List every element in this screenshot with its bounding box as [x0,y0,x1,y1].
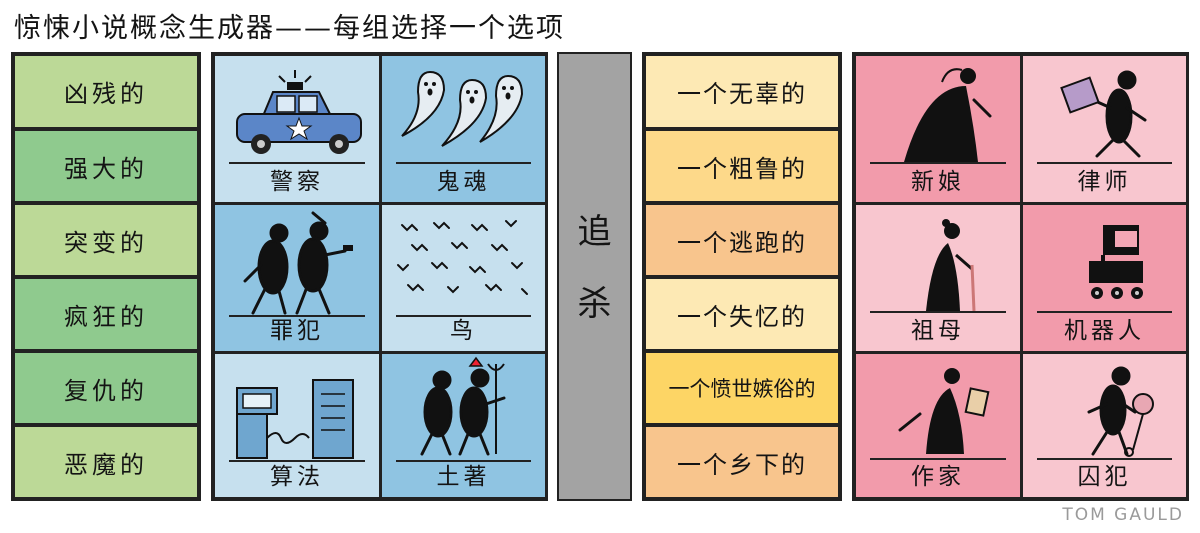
object-column: 新娘 律师 祖母 [852,52,1189,501]
ghosts-icon [401,70,524,147]
object-adjective-option[interactable]: 一个乡下的 [644,425,840,499]
object-option[interactable]: 机器人 [1021,203,1188,353]
object-adjective-label: 一个乡下的 [677,450,807,479]
adjective-label: 突变的 [64,228,148,257]
artist-credit: TOM GAULD [1062,505,1184,525]
object-label: 新娘 [911,169,965,195]
object-label: 囚犯 [1077,464,1132,490]
noun-option[interactable]: 算法 [213,352,381,499]
object-option[interactable]: 祖母 [854,203,1022,353]
adjective-label: 疯狂的 [64,302,148,331]
noun-column: 警察 鬼魂 罪犯 [211,52,548,501]
noun-label: 算法 [270,464,324,490]
adjective-label: 强大的 [64,154,148,183]
object-option[interactable]: 新娘 [854,54,1022,204]
grandmother-icon [926,219,976,312]
computer-icon [236,379,354,459]
object-adjective-label: 一个粗鲁的 [677,154,807,183]
lawyer-icon [1060,70,1147,158]
noun-option[interactable]: 鸟 [380,203,547,353]
object-label: 祖母 [911,318,965,344]
object-adjective-label: 一个逃跑的 [677,228,807,257]
object-adjective-option[interactable]: 一个逃跑的 [644,203,840,277]
ground-line [870,458,1006,460]
verb-char: 杀 [577,284,612,324]
ground-line [229,460,365,462]
prisoner-icon [1087,366,1154,457]
adjective-column: 凶残的 强大的 突变的 疯狂的 复仇的 恶魔的 [11,52,201,501]
adjective-label: 凶残的 [64,80,148,108]
object-adjective-option[interactable]: 一个失忆的 [644,277,840,351]
writer-icon [898,368,990,454]
noun-label: 警察 [270,169,324,195]
birds-icon [397,220,528,295]
police-car-icon [236,70,362,154]
adjective-label: 复仇的 [64,376,148,405]
object-option[interactable]: 囚犯 [1021,352,1188,499]
adjective-option[interactable]: 凶残的 [13,54,199,129]
adjective-label: 恶魔的 [64,450,148,479]
ground-line [870,162,1006,164]
ground-line [870,311,1006,313]
adjective-option[interactable]: 强大的 [13,129,199,203]
noun-label: 鸟 [450,318,477,344]
ground-line [229,162,365,164]
adjective-option[interactable]: 疯狂的 [13,277,199,351]
ground-line [229,315,365,317]
noun-label: 土著 [436,464,491,490]
object-adjective-column: 一个无辜的 一个粗鲁的 一个逃跑的 一个失忆的 一个愤世嫉俗的 一个乡下的 [642,52,842,501]
object-option[interactable]: 律师 [1021,54,1188,204]
robot-icon [1089,225,1143,299]
object-adjective-option[interactable]: 一个无辜的 [644,54,840,129]
ground-line [1037,458,1172,460]
object-adjective-label: 一个无辜的 [677,80,807,108]
noun-option[interactable]: 鬼魂 [380,54,547,204]
bride-icon [904,68,992,162]
object-label: 作家 [911,464,965,490]
ground-line [396,162,531,164]
verb-char: 追 [577,212,612,252]
adjective-option[interactable]: 恶魔的 [13,425,199,499]
ground-line [1037,162,1172,164]
villagers-icon [420,356,506,456]
object-label: 机器人 [1064,318,1145,344]
ground-line [396,460,531,462]
object-adjective-label: 一个愤世嫉俗的 [668,377,816,401]
adjective-option[interactable]: 复仇的 [13,351,199,425]
object-adjective-label: 一个失忆的 [677,302,807,331]
noun-label: 鬼魂 [436,169,491,195]
noun-option[interactable]: 警察 [213,54,381,204]
noun-option[interactable]: 罪犯 [213,203,381,353]
object-label: 律师 [1077,169,1132,195]
adjective-option[interactable]: 突变的 [13,203,199,277]
page-title: 惊悚小说概念生成器——每组选择一个选项 [14,13,565,44]
object-adjective-option[interactable]: 一个粗鲁的 [644,129,840,203]
verb-panel[interactable]: 追 杀 [557,52,632,501]
ground-line [396,315,531,317]
noun-option[interactable]: 土著 [380,352,547,499]
noun-label: 罪犯 [270,318,324,344]
object-adjective-option[interactable]: 一个愤世嫉俗的 [644,351,840,425]
criminals-icon [243,211,353,315]
ground-line [1037,311,1172,313]
object-option[interactable]: 作家 [854,352,1022,499]
